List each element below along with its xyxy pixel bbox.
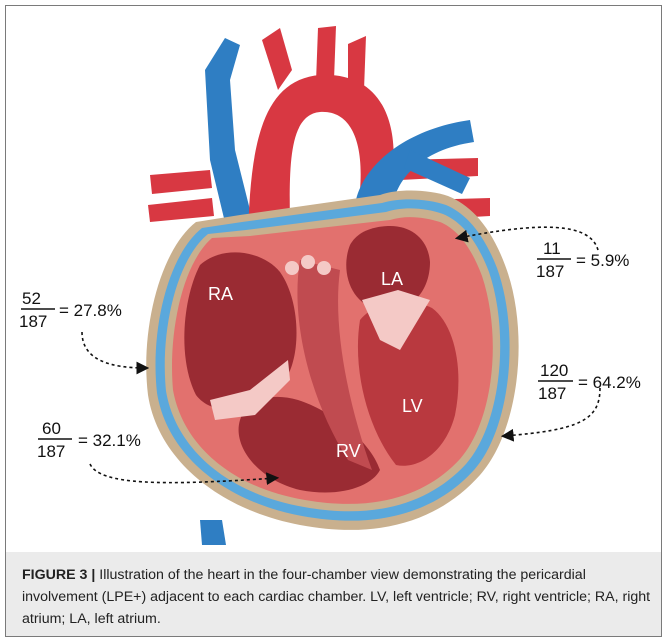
pulmonary-vein-left-2 (148, 198, 214, 222)
fraction-numerator: 11 (543, 239, 561, 258)
fraction-numerator: 52 (22, 289, 41, 308)
label-right-ventricle: RV (336, 441, 361, 461)
fraction-denominator: 187 (536, 262, 564, 281)
pulmonary-vein-left (150, 170, 212, 194)
fraction-percent: = 32.1% (78, 431, 141, 450)
annotation-right-lower: 120 187 = 64.2% (538, 361, 641, 403)
label-left-ventricle: LV (402, 396, 423, 416)
inferior-vena-cava (200, 520, 226, 545)
heart-illustration: RA LA LV RV 52 187 = 27.8% 60 187 = 32.1… (0, 0, 669, 552)
fraction-denominator: 187 (37, 442, 65, 461)
leader-left-upper (82, 332, 146, 368)
aortic-branch-mid (316, 26, 336, 82)
fraction-percent: = 64.2% (578, 373, 641, 392)
fraction-percent: = 27.8% (59, 301, 122, 320)
annotation-left-upper: 52 187 = 27.8% (19, 289, 122, 331)
fraction-numerator: 120 (540, 361, 568, 380)
label-right-atrium: RA (208, 284, 233, 304)
fraction-numerator: 60 (42, 419, 61, 438)
label-left-atrium: LA (381, 269, 403, 289)
annotation-right-upper: 11 187 = 5.9% (536, 239, 629, 281)
figure-label: FIGURE 3 | (22, 567, 95, 583)
figure-caption: FIGURE 3 | Illustration of the heart in … (22, 564, 652, 630)
fraction-denominator: 187 (19, 312, 47, 331)
caption-text: Illustration of the heart in the four-ch… (22, 567, 650, 627)
aortic-branch-left (262, 28, 292, 90)
fraction-percent: = 5.9% (576, 251, 629, 270)
fraction-denominator: 187 (538, 384, 566, 403)
annotation-left-lower: 60 187 = 32.1% (37, 419, 141, 461)
